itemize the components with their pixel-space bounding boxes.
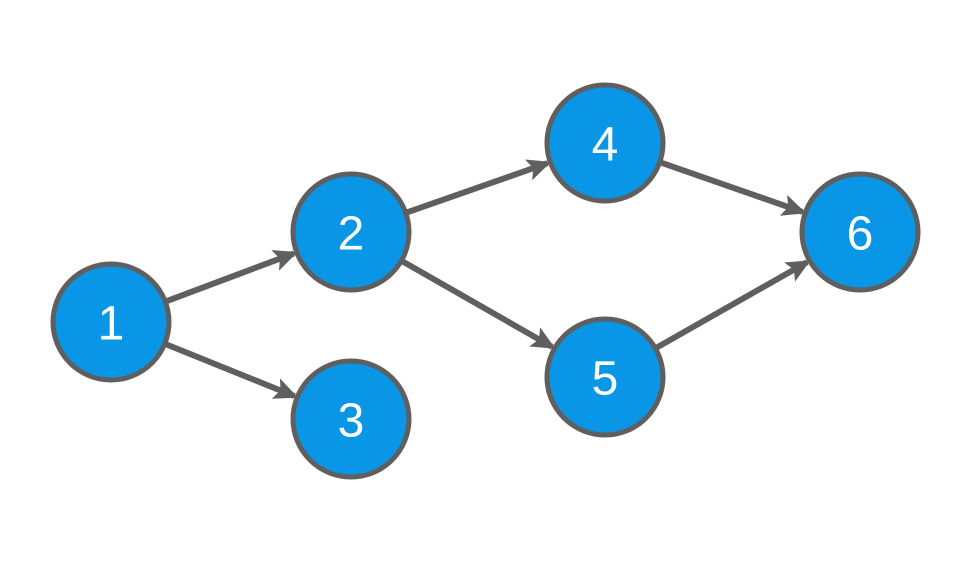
node-circle bbox=[799, 171, 921, 293]
node-4: 4 bbox=[544, 82, 666, 204]
node-label: 6 bbox=[847, 208, 874, 261]
node-label: 1 bbox=[98, 298, 125, 351]
node-circle bbox=[544, 316, 666, 438]
node-circle bbox=[544, 82, 666, 204]
node-circle bbox=[290, 358, 412, 480]
nodes: 1 2 3 4 5 6 bbox=[50, 82, 921, 480]
node-5: 5 bbox=[544, 316, 666, 438]
edge-2-4 bbox=[406, 159, 552, 216]
node-label: 3 bbox=[338, 395, 365, 448]
node-3: 3 bbox=[290, 358, 412, 480]
node-6: 6 bbox=[799, 171, 921, 293]
edge-1-3 bbox=[165, 341, 299, 399]
node-1: 1 bbox=[50, 261, 172, 383]
node-circle bbox=[50, 261, 172, 383]
edge-5-6 bbox=[655, 259, 811, 350]
edge-2-5 bbox=[401, 259, 556, 350]
node-label: 2 bbox=[338, 208, 365, 261]
node-2: 2 bbox=[290, 171, 412, 293]
node-label: 4 bbox=[592, 119, 619, 172]
node-circle bbox=[290, 171, 412, 293]
node-label: 5 bbox=[592, 353, 619, 406]
edges bbox=[165, 159, 811, 399]
edge-1-2 bbox=[166, 250, 298, 304]
edge-4-6 bbox=[660, 159, 807, 216]
